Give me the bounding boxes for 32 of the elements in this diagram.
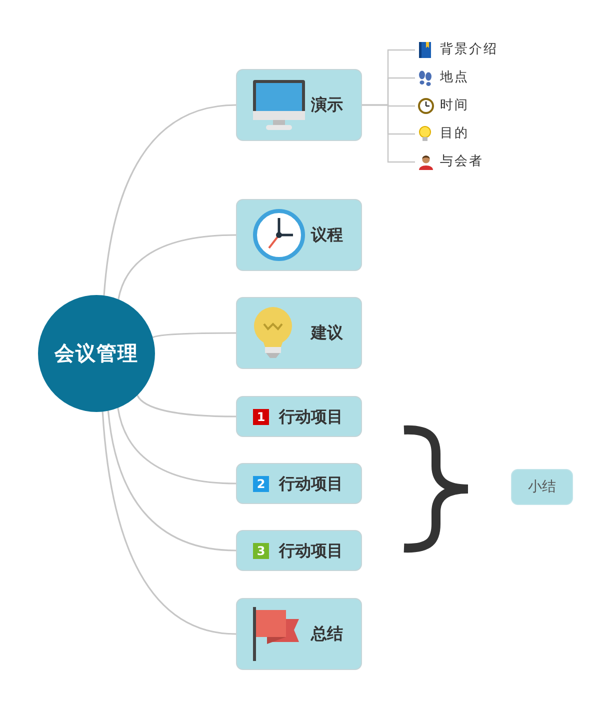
subtopic-label: 地点: [440, 69, 469, 87]
topic-label: 总结: [311, 624, 343, 644]
topic-label: 行动项目: [279, 407, 343, 427]
topic-box: [236, 530, 362, 571]
subtopic-label: 时间: [440, 97, 469, 115]
central-topic-circle: 会议管理: [38, 295, 155, 412]
connector-line: [117, 408, 236, 484]
subtopic-label: 背景介绍: [440, 41, 498, 59]
connector-line: [103, 104, 236, 296]
topic-box: [236, 297, 362, 369]
connector-line: [102, 412, 236, 635]
subtopic-label: 目的: [440, 125, 469, 143]
topic-box: [236, 396, 362, 437]
topic-box: [236, 463, 362, 504]
number-badge: 3: [253, 543, 269, 559]
subtopic-label: 与会者: [440, 153, 484, 171]
topic-label: 演示: [311, 95, 343, 115]
topic-box: [236, 598, 362, 670]
topic-label: 议程: [311, 225, 343, 245]
topic-box: 小结: [511, 469, 573, 505]
topic-label: 行动项目: [279, 541, 343, 561]
connector-line: [118, 234, 236, 300]
connector-line: [107, 410, 236, 552]
connector-line: [152, 332, 236, 338]
number-badge: 1: [253, 409, 269, 425]
connector-line: [136, 394, 236, 418]
topic-box: [236, 69, 362, 141]
topic-label: 建议: [311, 323, 343, 343]
topic-label: 行动项目: [279, 474, 343, 494]
branch-line: [362, 104, 415, 163]
number-badge: 2: [253, 476, 269, 492]
topic-box: [236, 199, 362, 271]
